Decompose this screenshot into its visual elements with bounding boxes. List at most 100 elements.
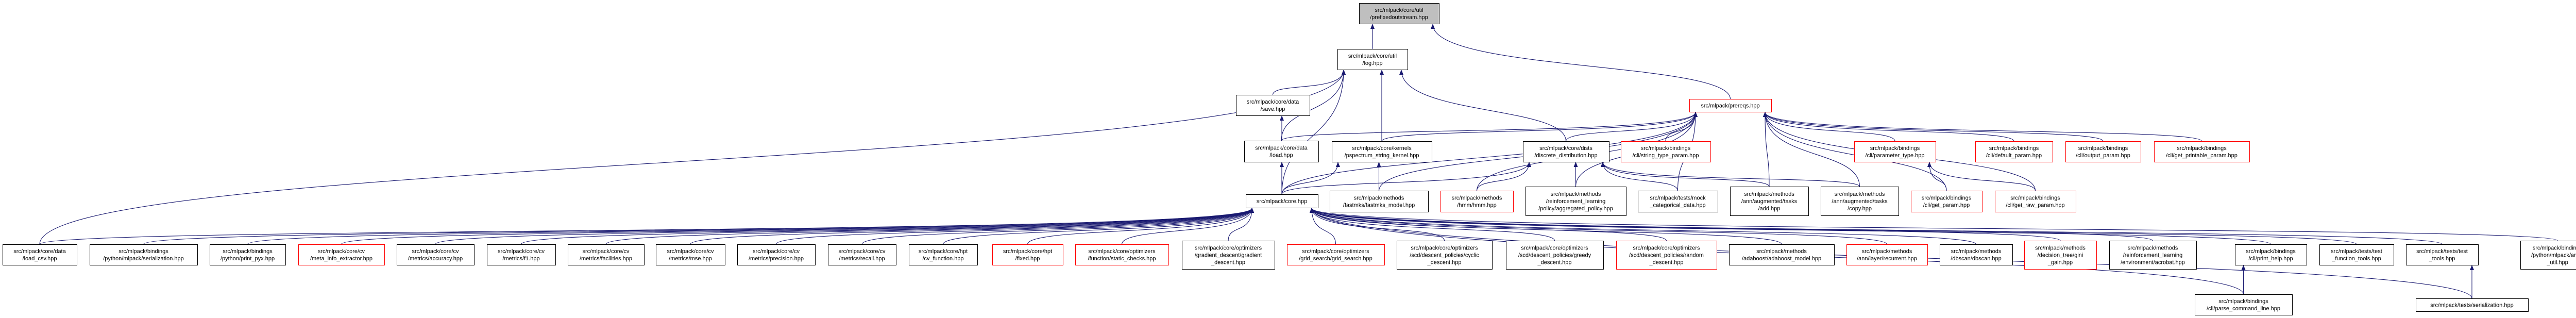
edge-default_param-to-prereqs <box>1763 112 2014 142</box>
node-get_printable_param[interactable]: src/mlpack/bindings/cli/get_printable_pa… <box>2154 141 2250 162</box>
node-log[interactable]: src/mlpack/core/util/log.hpp <box>1337 49 1408 70</box>
node-label-line: _descent.hpp <box>1649 260 1683 266</box>
node-output_param[interactable]: src/mlpack/bindings/cli/output_param.hpp <box>2065 141 2141 162</box>
edge-pspectrum-to-prereqs <box>1381 112 1698 142</box>
node-box <box>2195 294 2293 315</box>
node-precision[interactable]: src/mlpack/core/cv/metrics/precision.hpp <box>737 244 816 265</box>
node-fixed[interactable]: src/mlpack/core/hpt/fixed.hpp <box>992 244 1063 265</box>
node-py_serialization[interactable]: src/mlpack/bindings/python/mlpack/serial… <box>90 244 198 265</box>
node-default_param[interactable]: src/mlpack/bindings/cli/default_param.hp… <box>1975 141 2053 162</box>
node-box <box>487 244 556 265</box>
node-f1[interactable]: src/mlpack/core/cv/metrics/f1.hpp <box>487 244 556 265</box>
node-discrete[interactable]: src/mlpack/core/dists/discrete_distribut… <box>1523 141 1609 162</box>
node-prereqs[interactable]: src/mlpack/prereqs.hpp <box>1689 99 1772 112</box>
node-hmm[interactable]: src/mlpack/methods/hmm/hmm.hpp <box>1440 191 1514 212</box>
node-root[interactable]: src/mlpack/core/util/prefixedoutstream.h… <box>1359 3 1439 24</box>
node-label-line: /reinforcement_learning <box>2123 253 2183 259</box>
node-cv_function[interactable]: src/mlpack/core/hpt/cv_function.hpp <box>909 244 978 265</box>
node-test_function_tools[interactable]: src/mlpack/tests/test_function_tools.hpp <box>2319 244 2394 265</box>
node-label-line: src/mlpack/core/cv <box>753 248 800 255</box>
node-label-line: src/mlpack/core/optimizers <box>1195 245 1262 252</box>
node-label-line: src/mlpack/core/cv <box>318 248 365 255</box>
node-get_param[interactable]: src/mlpack/bindings/cli/get_param.hpp <box>1911 191 1982 212</box>
node-label-line: /environment/acrobat.hpp <box>2121 260 2185 266</box>
node-label-line: /dbscan/dbscan.hpp <box>1951 256 2001 262</box>
node-gradient_descent[interactable]: src/mlpack/core/optimizers/gradient_desc… <box>1182 241 1275 270</box>
node-add[interactable]: src/mlpack/methods/ann/augmented/tasks/a… <box>1730 187 1809 216</box>
node-box <box>210 244 286 265</box>
node-string_type_param[interactable]: src/mlpack/bindings/cli/string_type_para… <box>1621 141 1711 162</box>
node-box <box>828 244 896 265</box>
node-label-line: /fixed.hpp <box>1015 256 1040 262</box>
node-cyclic[interactable]: src/mlpack/core/optimizers/scd/descent_p… <box>1397 241 1493 270</box>
node-box <box>1244 141 1319 162</box>
node-label-line: src/mlpack/core/optimizers <box>1411 245 1478 252</box>
node-label-line: _descent.hpp <box>1427 260 1461 266</box>
node-mock[interactable]: src/mlpack/tests/mock_categorical_data.h… <box>1638 191 1718 212</box>
node-meta_info[interactable]: src/mlpack/core/cv/meta_info_extractor.h… <box>298 244 385 265</box>
node-random[interactable]: src/mlpack/core/optimizers/scd/descent_p… <box>1616 241 1717 270</box>
node-dbscan[interactable]: src/mlpack/methods/dbscan/dbscan.hpp <box>1940 244 2013 265</box>
node-grid_search[interactable]: src/mlpack/core/optimizers/grid_search/g… <box>1287 244 1385 265</box>
node-core[interactable]: src/mlpack/core.hpp <box>1246 194 1318 208</box>
node-label-line: src/mlpack/core/cv <box>412 248 459 255</box>
node-test_tools[interactable]: src/mlpack/tests/test_tools.hpp <box>2406 244 2479 265</box>
node-label-line: /load_csv.hpp <box>22 256 57 262</box>
node-label-line: src/mlpack/core/hpt <box>1003 248 1052 255</box>
node-label-line: /load.hpp <box>1269 153 1293 159</box>
node-facilities[interactable]: src/mlpack/core/cv/metrics/facilities.hp… <box>568 244 645 265</box>
node-label-line: /function/static_checks.hpp <box>1088 256 1156 262</box>
node-copy[interactable]: src/mlpack/methods/ann/augmented/tasks/c… <box>1821 187 1899 216</box>
node-get_raw_param[interactable]: src/mlpack/bindings/cli/get_raw_param.hp… <box>1995 191 2076 212</box>
node-load[interactable]: src/mlpack/core/data/load.hpp <box>1244 141 1319 162</box>
node-label-line: src/mlpack/methods <box>1835 191 1885 197</box>
node-gini[interactable]: src/mlpack/methods/decision_tree/gini_ga… <box>2024 241 2097 270</box>
node-label-line: src/mlpack/core/optimizers <box>1088 248 1156 255</box>
node-fastmks[interactable]: src/mlpack/methods/fastmks/fastmks_model… <box>1330 191 1429 212</box>
node-adaboost[interactable]: src/mlpack/methods/adaboost/adaboost_mod… <box>1729 244 1835 265</box>
node-box <box>2109 241 2197 270</box>
node-greedy[interactable]: src/mlpack/core/optimizers/scd/descent_p… <box>1506 241 1604 270</box>
node-recall[interactable]: src/mlpack/core/cv/metrics/recall.hpp <box>828 244 896 265</box>
node-parameter_type[interactable]: src/mlpack/bindings/cli/parameter_type.h… <box>1854 141 1936 162</box>
node-print_pyx[interactable]: src/mlpack/bindings/python/print_pyx.hpp <box>210 244 286 265</box>
node-label-line: /cli/print_help.hpp <box>2248 256 2293 262</box>
node-label-line: /metrics/recall.hpp <box>839 256 885 262</box>
node-label-line: src/mlpack/core/dists <box>1539 145 1592 152</box>
edge-get_raw_param-to-parameter_type <box>1927 162 2036 191</box>
edge-load_csv-to-core <box>39 208 1254 245</box>
node-tests_serialization[interactable]: src/mlpack/tests/serialization.hpp <box>2416 298 2529 312</box>
node-accuracy[interactable]: src/mlpack/core/cv/metrics/accuracy.hpp <box>397 244 474 265</box>
edge-recall-to-core <box>861 208 1254 245</box>
node-box <box>1246 194 1318 208</box>
node-box <box>737 244 816 265</box>
node-box <box>2416 298 2529 312</box>
edge-discrete-to-prereqs <box>1565 112 1698 142</box>
node-print_help[interactable]: src/mlpack/bindings/cli/print_help.hpp <box>2235 244 2307 265</box>
edge-py_serialization-to-core <box>143 208 1254 245</box>
node-load_csv[interactable]: src/mlpack/core/data/load_csv.hpp <box>3 244 77 265</box>
edge-print_pyx-to-core <box>247 208 1254 245</box>
node-box <box>1440 191 1514 212</box>
node-save[interactable]: src/mlpack/core/data/save.hpp <box>1236 95 1310 116</box>
node-box <box>1854 141 1936 162</box>
node-label-line: /save.hpp <box>1261 106 1285 112</box>
node-recurrent[interactable]: src/mlpack/methods/ann/layer/recurrent.h… <box>1846 244 1928 265</box>
node-static_checks[interactable]: src/mlpack/core/optimizers/function/stat… <box>1075 244 1169 265</box>
node-box <box>992 244 1063 265</box>
node-label-line: src/mlpack/methods <box>1951 248 2002 255</box>
node-arma_util[interactable]: src/mlpack/bindings/python/mlpack/arma_u… <box>2520 241 2576 270</box>
node-pspectrum[interactable]: src/mlpack/core/kernels/pspectrum_string… <box>1332 141 1432 162</box>
node-label-line: src/mlpack/core/hpt <box>919 248 968 255</box>
node-label-line: _descent.hpp <box>1211 260 1245 266</box>
node-box <box>90 244 198 265</box>
node-box <box>2235 244 2307 265</box>
node-parse_command_line[interactable]: src/mlpack/bindings/cli/parse_command_li… <box>2195 294 2293 315</box>
node-aggregated[interactable]: src/mlpack/methods/reinforcement_learnin… <box>1526 187 1626 216</box>
node-box <box>2065 141 2141 162</box>
node-box <box>2520 241 2576 270</box>
node-label-line: /cli/default_param.hpp <box>1986 153 2042 159</box>
node-mse[interactable]: src/mlpack/core/cv/metrics/mse.hpp <box>656 244 725 265</box>
node-box <box>3 244 77 265</box>
node-acrobat[interactable]: src/mlpack/methods/reinforcement_learnin… <box>2109 241 2197 270</box>
